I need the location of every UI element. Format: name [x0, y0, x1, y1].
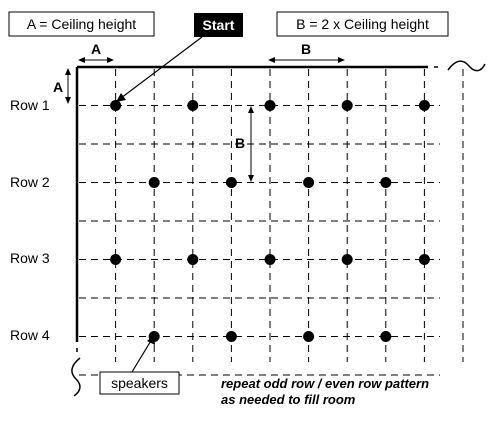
speaker-dot [303, 331, 315, 342]
left-wall-break-squiggle [71, 357, 81, 397]
speaker-dot [148, 177, 160, 188]
speaker-dot [187, 100, 199, 111]
speaker-dot [187, 254, 199, 265]
dimension-b-vertical-arrow-bottom [248, 175, 254, 182]
start-pointer-line [120, 36, 203, 99]
row-label-2: Row 2 [10, 174, 50, 190]
row-label-4: Row 4 [10, 327, 50, 343]
speaker-dot [341, 100, 353, 111]
top-wall-break-squiggle [447, 60, 486, 72]
dimension-b-horizontal-arrow-right [338, 57, 345, 63]
row-label-3: Row 3 [10, 250, 50, 266]
dimension-b-vertical-arrow-top [248, 106, 254, 113]
dimension-a-vertical-label: A [53, 79, 63, 95]
speakers-label: speakers [111, 375, 168, 391]
speakers-label-box [99, 371, 180, 395]
speakers-pointer-arrowhead [147, 335, 155, 345]
speaker-dot [110, 254, 122, 265]
dimension-a-horizontal-label: A [91, 41, 101, 57]
dimension-a-horizontal-arrow-left [78, 57, 85, 63]
repeat-note-line-2: as needed to fill room [221, 392, 356, 407]
wall-continuation-marks [71, 60, 486, 397]
dimension-b-vertical [248, 106, 254, 182]
speaker-dot [341, 254, 353, 265]
speakers-pointer-line [131, 338, 153, 373]
start-pointer-arrowhead [116, 93, 126, 102]
speaker-dot [380, 331, 392, 342]
dimension-a-vertical-arrow-top [65, 68, 71, 75]
speaker-dot [225, 177, 237, 188]
repeat-note: repeat odd row / even row pattern as nee… [221, 376, 429, 407]
speaker-dot [380, 177, 392, 188]
speaker-dot [418, 254, 430, 265]
dimension-b-vertical-label: B [235, 135, 245, 151]
room-walls [75, 65, 428, 342]
legend-b-text: B = 2 x Ceiling height [296, 16, 429, 32]
dimension-a-vertical [65, 68, 71, 104]
speaker-dot [264, 254, 276, 265]
speaker-dot [264, 100, 276, 111]
dashed-grid [79, 69, 464, 376]
legend-b: B = 2 x Ceiling height [276, 11, 449, 37]
speaker-dot [225, 331, 237, 342]
speaker-dot [418, 100, 430, 111]
dimension-b-horizontal [268, 57, 345, 63]
dimension-b-horizontal-label: B [301, 41, 311, 57]
start-callout: Start [116, 13, 243, 102]
speaker-dots [110, 100, 430, 342]
row-labels: Row 1 Row 2 Row 3 Row 4 [10, 97, 50, 343]
legend-a-box [8, 11, 155, 37]
start-badge [194, 13, 243, 37]
dimension-a-horizontal [78, 57, 114, 63]
repeat-note-line-1: repeat odd row / even row pattern [221, 376, 429, 391]
legend-b-box [276, 11, 449, 37]
speakers-callout: speakers [99, 335, 180, 395]
speaker-dot [303, 177, 315, 188]
dimension-a-vertical-arrow-bottom [65, 97, 71, 104]
dimension-b-horizontal-arrow-left [268, 57, 275, 63]
legend-a-text: A = Ceiling height [27, 16, 136, 32]
legend-a: A = Ceiling height [8, 11, 155, 37]
speaker-dot [110, 100, 122, 111]
row-label-1: Row 1 [10, 97, 50, 113]
start-label: Start [203, 17, 235, 33]
dimension-a-horizontal-arrow-right [107, 57, 114, 63]
